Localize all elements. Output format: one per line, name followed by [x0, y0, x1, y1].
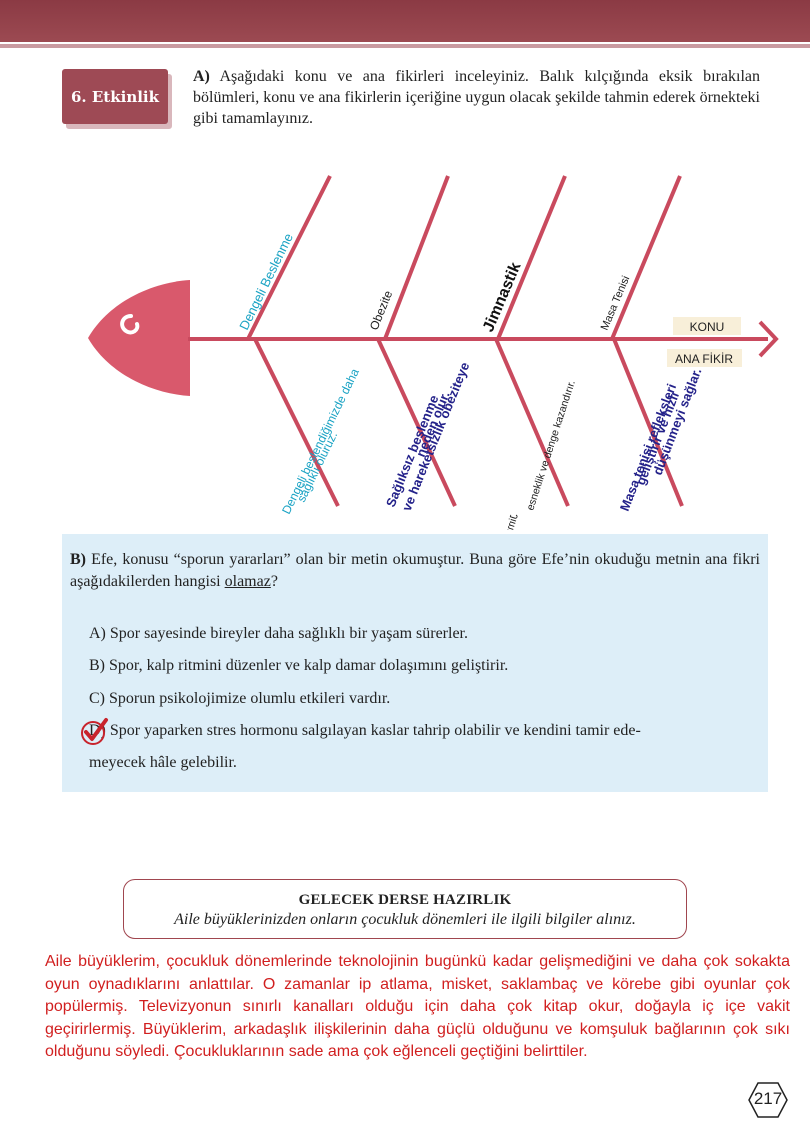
part-b-label: B): [70, 551, 86, 568]
idea-3-line-2: esneklik ve denge kazandırır.: [524, 379, 577, 512]
preparation-title: GELECEK DERSE HAZIRLIK: [298, 892, 512, 908]
option-c[interactable]: C) Sporun psikolojimize olumlu etkileri …: [89, 690, 391, 707]
bone-upper-1: [246, 175, 332, 340]
part-a-instruction: A) Aşağıdaki konu ve ana fikirleri incel…: [193, 66, 760, 129]
option-a[interactable]: A) Spor sayesinde bireyler daha sağlıklı…: [89, 625, 468, 642]
main-idea-legend-bg: [667, 349, 742, 367]
question-start: Efe, konusu “sporun yararları” olan bir …: [70, 551, 760, 590]
activity-label: 6. Etkinlik: [62, 69, 168, 124]
header-divider: [0, 44, 810, 48]
option-b[interactable]: B) Spor, kalp ritmini düzenler ve kalp d…: [89, 657, 509, 674]
preparation-box: GELECEK DERSE HAZIRLIK Aile büyükleriniz…: [123, 879, 687, 939]
topic-label-1: Dengeli Beslenme: [236, 231, 296, 332]
topic-legend-bg: [673, 317, 741, 335]
option-d[interactable]: D) Spor yaparken stres hormonu salgılaya…: [89, 722, 641, 739]
topic-legend: KONU: [690, 320, 725, 334]
main-idea-legend: ANA FİKİR: [675, 352, 733, 366]
bone-lower-3: [494, 338, 570, 507]
hexagon-icon: [748, 1082, 788, 1118]
part-b-panel: [62, 534, 768, 792]
answer-text: Aile büyüklerim, çocukluk dönemlerinde t…: [45, 953, 790, 1060]
page-number: 217: [753, 1089, 783, 1108]
option-d-continued: meyecek hâle gelebilir.: [89, 754, 237, 771]
fish-tail: [758, 320, 779, 358]
part-b-question: B) Efe, konusu “sporun yararları” olan b…: [70, 549, 760, 593]
idea-3-line-1: Jimnastik vücudumuza: [477, 512, 521, 530]
bone-lower-4: [612, 338, 684, 507]
bone-lower-1: [253, 338, 340, 507]
idea-1-line-1: Dengeli beslendiğimizde daha: [279, 366, 362, 516]
preparation-text: Aile büyüklerinizden onların çocukluk dö…: [174, 911, 636, 928]
fish-eye: [120, 314, 140, 335]
part-a-label: A): [193, 68, 210, 85]
page-number-badge: 217: [747, 1081, 789, 1119]
bone-upper-3: [496, 175, 567, 340]
question-underlined: olamaz: [224, 573, 271, 590]
page-header-band: [0, 0, 810, 42]
fish-head: [88, 280, 190, 396]
fishbone-diagram: KONU ANA FİKİR Dengeli Beslenme Obezite …: [88, 175, 779, 530]
bone-lower-2: [376, 338, 457, 507]
bone-upper-2: [383, 175, 450, 340]
activity-label-text: 6. Etkinlik: [70, 87, 160, 106]
question-end: ?: [270, 573, 278, 590]
part-a-text: Aşağıdaki konu ve ana fikirleri inceleyi…: [193, 68, 760, 127]
checkmark-icon: [81, 718, 108, 745]
bone-upper-4: [610, 175, 682, 340]
